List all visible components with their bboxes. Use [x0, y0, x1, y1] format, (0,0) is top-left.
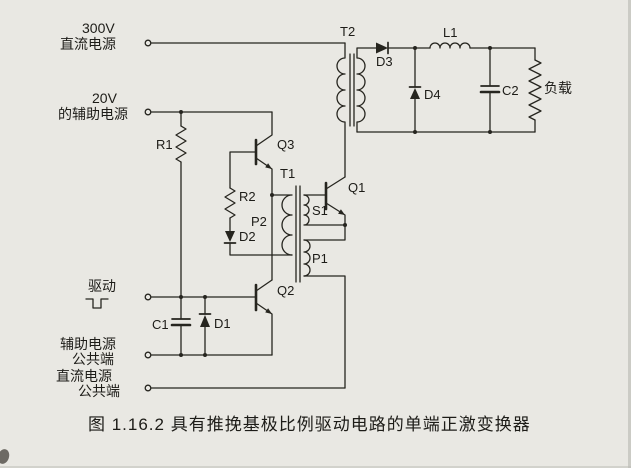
- resistor-r2: [224, 187, 236, 219]
- label-300v: 300V: [82, 20, 115, 36]
- d4-triangle: [410, 88, 420, 99]
- drive-pulse-waveform-icon: [85, 298, 109, 309]
- r1-zigzag: [175, 125, 187, 163]
- label-r2: R2: [239, 189, 256, 204]
- diode-d2: [223, 217, 293, 256]
- scan-edge-bottom: [0, 466, 631, 468]
- label-dc-common-2: 公共端: [78, 383, 120, 399]
- label-drive: 驱动: [88, 278, 116, 294]
- label-l1: L1: [443, 25, 457, 40]
- label-aux-common-2: 公共端: [72, 351, 114, 367]
- input-terminals: [144, 39, 152, 392]
- labels: 300V 直流电源 20V 的辅助电源 驱动 辅助电源 公共端 直流电源 公共端…: [56, 20, 572, 399]
- q1-emitter-arrow: [338, 209, 345, 215]
- terminal-aux-common: [144, 351, 152, 359]
- label-r1: R1: [156, 137, 173, 152]
- q1-emitter-path: [303, 202, 346, 389]
- capacitor-c2: [479, 47, 501, 133]
- label-d3: D3: [376, 54, 393, 69]
- load-zigzag: [528, 59, 542, 121]
- d2-triangle: [225, 231, 235, 242]
- t2-core: [349, 53, 355, 127]
- t1-winding-s1: [303, 194, 346, 226]
- transformer-t1: [271, 185, 346, 283]
- transistor-q3: [229, 111, 273, 281]
- label-q1: Q1: [348, 180, 365, 195]
- diode-d3: [376, 41, 389, 55]
- label-t1: T1: [280, 166, 295, 181]
- label-c2: C2: [502, 83, 519, 98]
- junction-dots: [179, 46, 492, 357]
- transformer-t2: [336, 42, 377, 178]
- label-s1: S1: [312, 203, 328, 218]
- d2-leads: [229, 217, 293, 256]
- q2-collector: [255, 279, 273, 292]
- label-d4: D4: [424, 87, 441, 102]
- resistor-r1: [175, 111, 187, 298]
- q2-emitter-arrow: [265, 308, 272, 314]
- label-q3: Q3: [277, 137, 294, 152]
- label-20v: 20V: [92, 90, 118, 106]
- label-d1: D1: [214, 316, 231, 331]
- label-t2: T2: [340, 24, 355, 39]
- label-c1: C1: [152, 317, 169, 332]
- d1-triangle: [200, 315, 210, 327]
- label-d2: D2: [239, 229, 256, 244]
- t1-core: [295, 185, 301, 283]
- q3-collector: [255, 111, 273, 147]
- transistor-q1: [303, 176, 346, 389]
- diode-d1: [198, 296, 212, 356]
- q1-collector: [325, 176, 346, 190]
- t1-winding-p2: [271, 194, 293, 256]
- terminal-20v: [144, 108, 152, 116]
- label-load: 负载: [544, 80, 572, 96]
- l1-coil: [429, 42, 471, 49]
- load-resistor: [528, 47, 542, 133]
- d3-triangle: [376, 42, 388, 54]
- inductor-l1: [429, 42, 471, 49]
- diode-d4: [408, 47, 422, 133]
- label-p2: P2: [251, 214, 267, 229]
- output-stage: [356, 41, 542, 133]
- t1-winding-p1: [303, 239, 311, 277]
- t2-primary-winding: [336, 42, 346, 178]
- transistor-q2: [254, 279, 273, 356]
- q3-base-lead: [229, 151, 257, 189]
- terminal-300v: [144, 39, 152, 47]
- label-dc-supply: 直流电源: [60, 36, 116, 52]
- label-p1: P1: [312, 251, 328, 266]
- figure-caption: 图 1.16.2 具有推挽基极比例驱动电路的单端正激变换器: [88, 415, 531, 434]
- r2-zigzag: [224, 187, 236, 219]
- label-aux-common-1: 辅助电源: [60, 336, 116, 352]
- label-q2: Q2: [277, 283, 294, 298]
- t2-secondary-winding: [356, 47, 377, 133]
- q3-emitter-arrow: [265, 163, 272, 169]
- terminal-drive: [144, 293, 152, 301]
- label-aux-supply: 的辅助电源: [58, 106, 128, 122]
- terminal-dc-common: [144, 384, 152, 392]
- scan-edge-right: [628, 0, 631, 468]
- label-dc-common-1: 直流电源: [56, 368, 112, 384]
- capacitor-c1: [170, 296, 192, 356]
